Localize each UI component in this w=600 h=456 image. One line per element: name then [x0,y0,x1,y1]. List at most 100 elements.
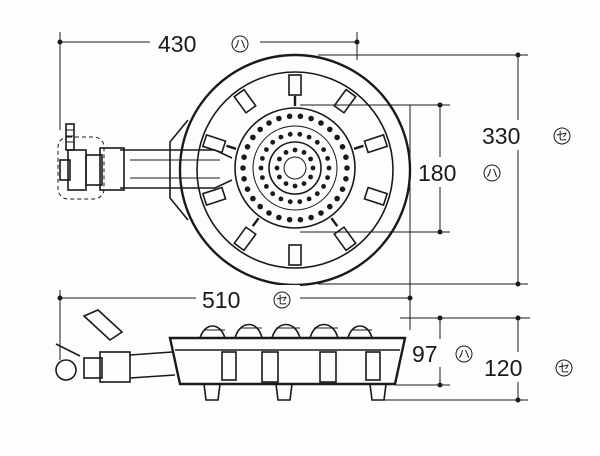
burner-hole [258,165,264,171]
burner-hole [260,156,265,161]
burner-hole [318,210,324,216]
pot-support-slot [288,244,302,266]
support-arm [330,217,339,227]
side-valve [99,351,131,383]
unit-ha-icon: ハ [486,166,498,180]
dim-430-value: 430 [158,31,196,57]
burner-center [283,156,307,180]
pot-support-slot [333,226,357,252]
leg-center [275,383,293,401]
burner-hole [308,174,313,180]
leg-right [369,383,387,401]
burner-hole [339,186,346,192]
support-arm [226,144,237,150]
outer-ring [178,53,412,287]
burner-hole [297,199,303,205]
burner-hole [325,175,330,181]
burner-hole [240,165,246,171]
burner-hole [327,203,333,210]
dim-97-value: 97 [412,341,438,367]
pot-support-slot [233,226,257,252]
burner-hole [264,147,269,153]
side-valve-knob [55,359,77,381]
burner-hole [266,210,272,216]
mixing-tube-top [120,149,233,159]
pot-support-slot [288,74,302,96]
dim-510-value: 510 [202,287,240,313]
burner-hole [314,139,320,145]
burner-hole [241,154,247,160]
unit-se-icon: セ [556,129,568,143]
burner-hole [308,214,314,221]
mixing-tube-bottom [120,179,233,189]
dim-330-value: 330 [482,123,520,149]
dimension-lines [57,32,530,403]
unit-se-icon: セ [558,361,570,375]
burner-hole [314,191,320,197]
burner-middle-disk [252,125,338,211]
burner-hole [270,139,276,145]
burner-hole [325,156,330,161]
burner-hole [250,134,256,141]
burner-hole [276,115,282,122]
burner-hole [257,203,264,210]
burner-hole [321,184,326,189]
burner-hole [292,183,298,189]
burner-hole [343,154,349,160]
burner-hole [257,126,264,133]
pot-support-slots [201,74,389,266]
support-arm [353,144,364,150]
burner-inner-disk [268,141,322,195]
unit-circle [231,35,249,53]
side-tube [129,351,176,379]
burner-hole [264,184,269,189]
burner-hole [266,120,272,126]
unit-ha-icon: ハ [234,37,246,51]
burner-hole [244,186,251,192]
unit-ha-icon: ハ [458,347,470,361]
unit-se-icon: セ [276,293,288,307]
burner-hole [334,195,340,202]
burner-hole [286,113,293,120]
top-view [57,53,412,287]
pot-support-slot [233,88,257,114]
burner-hole [327,126,333,133]
side-lever [82,309,124,342]
burner-hole [339,144,346,150]
burner-hole [308,156,313,162]
body-lug-left [169,119,189,221]
burner-hole [318,120,324,126]
burner-hole [326,165,332,171]
burner-hole [310,165,316,171]
valve-knob [67,149,87,191]
burner-hole [241,176,247,182]
burner-hole [287,131,293,137]
burner-hole [301,150,307,155]
support-arm [251,217,260,227]
pot-support-slot [333,88,357,114]
valve-detail-outline [57,136,105,200]
burner-hole [277,156,282,162]
burner-hole [278,196,284,202]
leg-left [203,383,221,401]
burner-hole [334,134,340,141]
dim-120-value: 120 [484,355,522,381]
side-body [168,336,407,386]
pot-support-slot [363,186,389,207]
valve-body [99,147,125,191]
burner-hole [277,174,282,180]
pot-support-slot [201,186,227,207]
burner-holes [240,113,350,223]
burner-hole [343,176,349,182]
burner-hole [274,165,280,171]
pot-support-slot [363,133,389,154]
dim-180-value: 180 [418,160,456,186]
burner-hole [283,181,289,187]
burner-hole [278,134,284,140]
support-arms [226,96,364,227]
burner-hole [308,115,314,122]
burner-hole [297,131,303,137]
burner-hole [250,195,256,202]
dimension-labels: 430 ハ 330 セ 180 ハ 510 セ 97 ハ 120 セ [150,30,578,382]
